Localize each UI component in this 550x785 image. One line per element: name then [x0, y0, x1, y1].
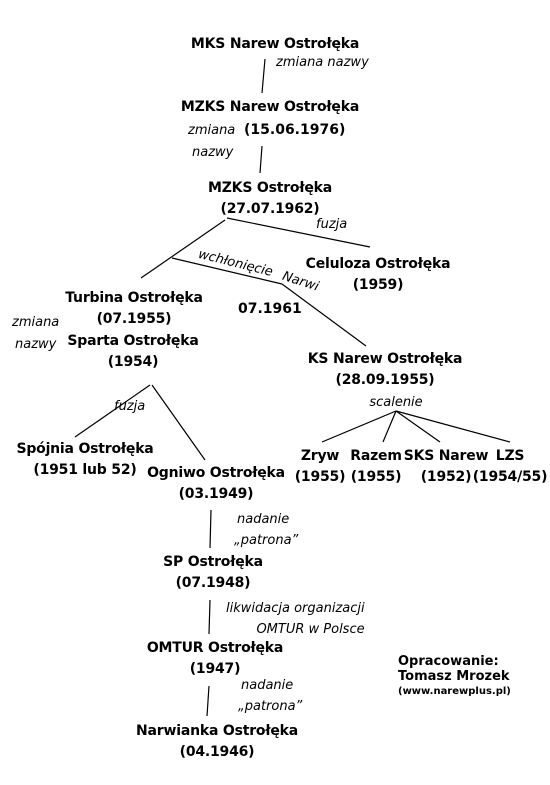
line-ogniwo-to-sp	[209, 509, 212, 549]
node-date: (1952)	[420, 469, 472, 485]
node-celuloza: Celuloza Ostrołęka (1959)	[306, 254, 451, 296]
node-ogniwo: Ogniwo Ostrołęka (03.1949)	[147, 463, 285, 505]
node-zryw: Zryw (1955)	[295, 446, 346, 488]
node-date: (1955)	[350, 469, 402, 485]
line-sp-to-omtur	[208, 599, 211, 635]
line-omtur-to-narwianka	[206, 685, 210, 717]
node-date: (07.1955)	[96, 311, 172, 327]
node-name: Sparta Ostrołęka	[67, 333, 199, 349]
credit-author: Tomasz Mrozek	[398, 669, 510, 684]
line-scalenie-to-zryw	[321, 410, 397, 443]
note-zmiana-nazwy: zmiana nazwy	[276, 55, 369, 70]
node-name: SP Ostrołęka	[163, 554, 263, 570]
node-date: (1955)	[294, 469, 346, 485]
node-date: (27.07.1962)	[220, 201, 320, 217]
node-date: (28.09.1955)	[335, 372, 435, 388]
line-sparta-split-right	[151, 384, 206, 461]
node-name: Zryw	[300, 448, 340, 464]
node-name: Turbina Ostrołęka	[65, 290, 203, 306]
node-mzks: MZKS Ostrołęka (27.07.1962)	[208, 178, 332, 220]
line-fuzja-to-celuloza	[226, 217, 371, 248]
node-name: MKS Narew Ostrołęka	[190, 36, 360, 52]
note-scalenie: scalenie	[369, 395, 423, 410]
line-mzks-narew-to-mzks	[259, 145, 263, 174]
note-likwidacja: likwidacja organizacji OMTUR w Polsce	[226, 601, 365, 637]
note-fuzja-2: fuzja	[114, 399, 146, 414]
credit-block: Opracowanie: Tomasz Mrozek (www.narewplu…	[398, 654, 511, 699]
note-nadanie-1: nadanie „patrona”	[234, 512, 299, 548]
credit-label: Opracowanie:	[398, 654, 499, 669]
node-date: (1959)	[352, 277, 404, 293]
line-wchloniecie-baseline	[171, 257, 283, 285]
node-date: (03.1949)	[178, 486, 254, 502]
node-ks-narew: KS Narew Ostrołęka (28.09.1955)	[307, 349, 463, 391]
line-to-ks-narew	[281, 283, 367, 347]
node-spojnia: Spójnia Ostrołęka (1951 lub 52)	[16, 439, 153, 481]
node-mks-narew: MKS Narew Ostrołęka	[191, 34, 359, 55]
node-name: Razem	[350, 448, 402, 464]
line-scalenie-to-lzs	[395, 410, 511, 443]
note-zmiana-2b: nazwy	[192, 145, 234, 160]
line-scalenie-to-razem	[382, 410, 397, 443]
node-date: (1954)	[107, 354, 159, 370]
node-name: Narwianka Ostrołęka	[136, 723, 298, 739]
node-omtur: OMTUR Ostrołęka (1947)	[146, 638, 284, 680]
node-date: (1951 lub 52)	[33, 462, 137, 478]
node-mzks-narew: MZKS Narew Ostrołęka	[181, 97, 359, 118]
note-nadanie-2: nadanie „patrona”	[238, 678, 303, 714]
node-razem: Razem (1955)	[350, 446, 402, 488]
note-fuzja-1: fuzja	[316, 217, 348, 232]
node-date: (04.1946)	[179, 744, 255, 760]
note-zmiana-3a: zmiana	[12, 315, 60, 330]
node-name: SKS Narew	[403, 448, 489, 464]
node-date: (1947)	[189, 661, 241, 677]
node-date: (07.1948)	[175, 575, 251, 591]
node-mzks-narew-date: (15.06.1976)	[244, 122, 346, 138]
credit-url: (www.narewplus.pl)	[398, 686, 511, 697]
line-scalenie-to-sks	[395, 410, 441, 443]
node-narwianka: Narwianka Ostrołęka (04.1946)	[136, 721, 298, 763]
node-name: Spójnia Ostrołęka	[16, 441, 154, 457]
node-date: (1954/55)	[472, 469, 548, 485]
node-sparta: Sparta Ostrołęka (1954)	[67, 331, 198, 373]
node-name: MZKS Ostrołęka	[208, 180, 332, 196]
note-zmiana-2a: zmiana	[188, 123, 236, 138]
node-name: LZS	[495, 448, 525, 464]
line-mks-to-mzks-narew	[261, 58, 266, 94]
node-sks-narew: SKS Narew (1952)	[404, 446, 489, 488]
node-turbina: Turbina Ostrołęka (07.1955)	[65, 288, 203, 330]
node-name: KS Narew Ostrołęka	[307, 351, 463, 367]
note-wchloniecie-date: 07.1961	[238, 301, 302, 317]
note-zmiana-3b: nazwy	[15, 337, 57, 352]
line-merge-to-turbina	[140, 219, 226, 279]
line-sparta-split-left	[74, 384, 151, 438]
node-sp: SP Ostrołęka (07.1948)	[163, 552, 263, 594]
node-lzs: LZS (1954/55)	[473, 446, 548, 488]
node-name: OMTUR Ostrołęka	[146, 640, 284, 656]
node-name: MZKS Narew Ostrołęka	[180, 99, 360, 115]
node-name: Ogniwo Ostrołęka	[147, 465, 285, 481]
node-name: Celuloza Ostrołęka	[305, 256, 451, 272]
